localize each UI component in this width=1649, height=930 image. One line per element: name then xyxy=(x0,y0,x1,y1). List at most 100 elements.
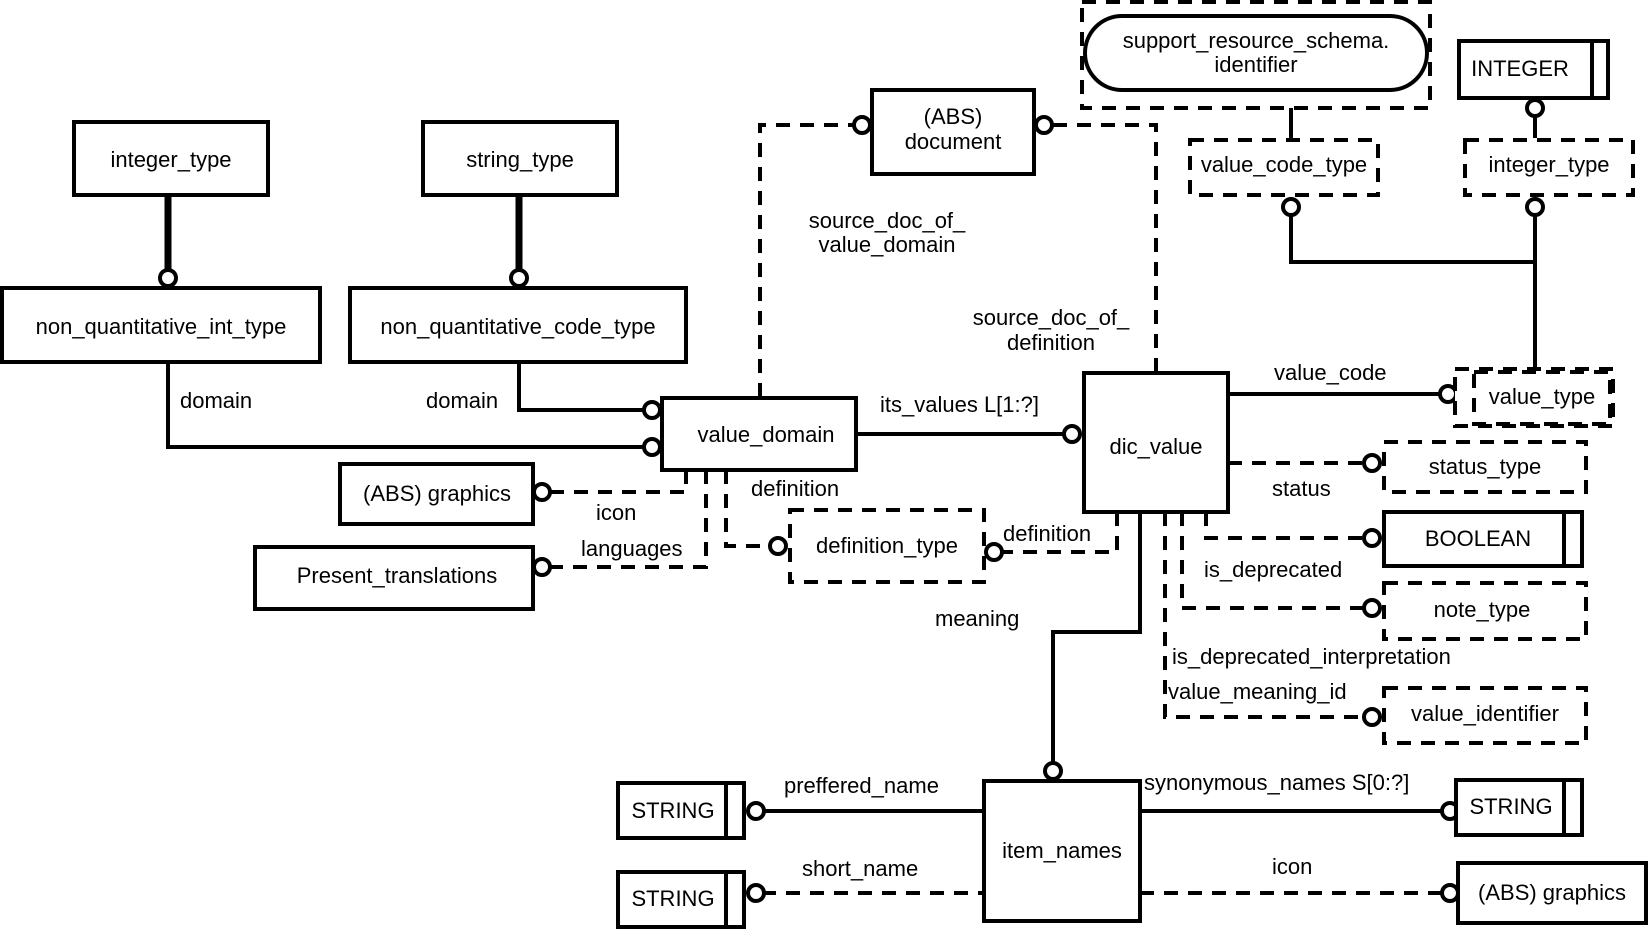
label-source-doc-def-1: source_doc_of_ xyxy=(973,305,1130,330)
dv-definition-circle xyxy=(984,542,1004,562)
label-value-meaning-id: value_meaning_id xyxy=(1168,679,1347,704)
entity-non-quantitative-int-type[interactable]: non_quantitative_int_type xyxy=(0,286,322,364)
select-branch-line xyxy=(1289,215,1535,264)
label-domain-left: domain xyxy=(180,388,252,413)
entity-string-type[interactable]: string_type xyxy=(421,120,619,197)
entity-string-short[interactable]: STRING xyxy=(616,870,746,929)
it-circle xyxy=(1525,197,1545,217)
is-deprecated-circle xyxy=(1362,528,1382,548)
icon-vd-line xyxy=(548,470,688,494)
label-value-code: value_code xyxy=(1274,360,1387,385)
source-doc-vd-circle xyxy=(852,115,872,135)
entity-integer-type-top[interactable]: integer_type xyxy=(72,120,270,197)
entity-support-resource-schema-identifier[interactable]: support_resource_schema. identifier xyxy=(1080,0,1432,110)
svg-text:definition_type: definition_type xyxy=(816,533,958,558)
svg-text:(ABS) graphics: (ABS) graphics xyxy=(1478,880,1626,905)
svg-text:value_identifier: value_identifier xyxy=(1411,701,1559,726)
label-short-name: short_name xyxy=(802,856,918,881)
svg-text:value_code_type: value_code_type xyxy=(1201,152,1367,177)
subtype-circle-int xyxy=(158,268,178,288)
label-dv-definition: definition xyxy=(1003,521,1091,546)
label-domain-right: domain xyxy=(426,388,498,413)
entity-abs-graphics-left[interactable]: (ABS) graphics xyxy=(338,462,535,526)
label-is-deprecated: is_deprecated xyxy=(1204,557,1342,582)
svg-text:value_type: value_type xyxy=(1489,384,1595,409)
entity-abs-document[interactable]: (ABS) document xyxy=(870,88,1036,176)
label-preffered-name: preffered_name xyxy=(784,773,939,798)
svg-text:INTEGER: INTEGER xyxy=(1471,56,1569,81)
dv-definition-line xyxy=(1000,512,1119,554)
entity-dic-value[interactable]: dic_value xyxy=(1082,371,1230,514)
source-doc-vd-line xyxy=(758,123,854,397)
label-meaning: meaning xyxy=(935,606,1019,631)
label-is-deprecated-interpretation: is_deprecated_interpretation xyxy=(1172,644,1451,669)
its-values-circle xyxy=(1062,424,1082,444)
entity-definition-type[interactable]: definition_type xyxy=(788,508,986,584)
entity-integer-simple[interactable]: INTEGER xyxy=(1457,39,1610,100)
entity-string-preferred[interactable]: STRING xyxy=(616,781,746,840)
vct-circle xyxy=(1281,197,1301,217)
entity-value-type[interactable]: value_type xyxy=(1453,367,1615,428)
source-doc-def-circle xyxy=(1034,115,1054,135)
label-source-doc-def-2: definition xyxy=(1007,330,1095,355)
svg-text:non_quantitative_int_type: non_quantitative_int_type xyxy=(36,314,287,339)
entity-item-names[interactable]: item_names xyxy=(982,779,1142,923)
domain-left-circle xyxy=(642,437,662,457)
entity-string-synonyms[interactable]: STRING xyxy=(1454,778,1584,837)
label-source-doc-vd-1: source_doc_of_ xyxy=(809,208,966,233)
icon-in-circle xyxy=(1440,883,1460,903)
label-its-values: its_values L[1:?] xyxy=(880,392,1039,417)
entity-note-type[interactable]: note_type xyxy=(1382,581,1588,641)
source-doc-def-line xyxy=(1052,123,1158,372)
icon-vd-circle xyxy=(532,482,552,502)
is-dep-interp-line xyxy=(1180,512,1364,610)
meaning-circle xyxy=(1043,761,1063,781)
entity-boolean[interactable]: BOOLEAN xyxy=(1382,510,1584,568)
entity-present-translations[interactable]: Present_translations xyxy=(253,545,535,611)
entity-abs-graphics-right[interactable]: (ABS) graphics xyxy=(1456,861,1648,925)
vd-definition-circle xyxy=(768,536,788,556)
domain-right-line xyxy=(517,362,644,412)
domain-left-line xyxy=(166,362,644,449)
entity-integer-type-right[interactable]: integer_type xyxy=(1463,138,1635,197)
entity-status-type[interactable]: status_type xyxy=(1382,440,1588,494)
svg-text:string_type: string_type xyxy=(466,147,574,172)
svg-text:STRING: STRING xyxy=(1469,794,1552,819)
is-deprecated-line xyxy=(1204,512,1364,540)
svg-text:note_type: note_type xyxy=(1434,597,1531,622)
is-dep-interp-circle xyxy=(1362,598,1382,618)
svg-text:non_quantitative_code_type: non_quantitative_code_type xyxy=(380,314,655,339)
entity-value-identifier[interactable]: value_identifier xyxy=(1382,686,1588,745)
entity-value-code-type[interactable]: value_code_type xyxy=(1188,138,1380,197)
entity-non-quantitative-code-type[interactable]: non_quantitative_code_type xyxy=(348,286,688,364)
svg-text:(ABS) graphics: (ABS) graphics xyxy=(363,481,511,506)
svg-text:support_resource_schema.: support_resource_schema. xyxy=(1123,28,1390,53)
meaning-line xyxy=(1051,512,1142,764)
short-name-circle xyxy=(746,883,766,903)
svg-text:integer_type: integer_type xyxy=(1488,152,1609,177)
status-circle xyxy=(1362,453,1382,473)
label-icon-in: icon xyxy=(1272,854,1312,879)
value-meaning-id-circle xyxy=(1362,707,1382,727)
value-meaning-id-line xyxy=(1163,512,1364,719)
label-synonymous-names: synonymous_names S[0:?] xyxy=(1144,770,1409,795)
svg-text:(ABS): (ABS) xyxy=(924,104,983,129)
svg-text:integer_type: integer_type xyxy=(110,147,231,172)
svg-text:status_type: status_type xyxy=(1429,454,1542,479)
entity-value-domain[interactable]: value_domain xyxy=(660,396,858,472)
svg-text:document: document xyxy=(905,129,1002,154)
label-vd-definition: definition xyxy=(751,476,839,501)
svg-text:identifier: identifier xyxy=(1214,52,1297,77)
svg-text:STRING: STRING xyxy=(631,886,714,911)
vd-definition-line xyxy=(724,470,770,548)
svg-text:value_domain: value_domain xyxy=(698,422,835,447)
svg-text:STRING: STRING xyxy=(631,798,714,823)
svg-text:item_names: item_names xyxy=(1002,838,1122,863)
svg-text:BOOLEAN: BOOLEAN xyxy=(1425,526,1531,551)
languages-line xyxy=(548,470,708,569)
svg-text:Present_translations: Present_translations xyxy=(297,563,498,588)
languages-circle xyxy=(532,557,552,577)
svg-text:dic_value: dic_value xyxy=(1110,434,1203,459)
domain-right-circle xyxy=(642,400,662,420)
